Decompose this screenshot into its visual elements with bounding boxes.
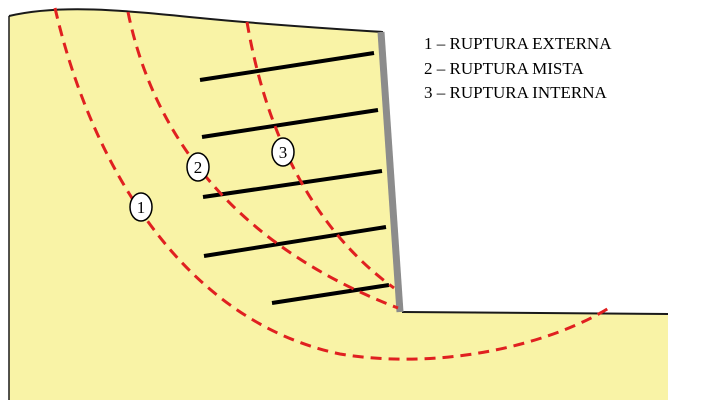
ground-surface-line: [8, 8, 384, 33]
reinforcement-layer: [203, 225, 387, 258]
legend: 1 – RUPTURA EXTERNA 2 – RUPTURA MISTA 3 …: [424, 32, 611, 106]
reinforcement-layer: [199, 51, 375, 82]
failure-label-1: 1: [129, 192, 153, 222]
failure-label-3-text: 3: [279, 143, 288, 162]
failure-label-3: 3: [271, 137, 295, 167]
reinforcement-layer: [201, 108, 379, 139]
legend-item-mixed-rupture: 2 – RUPTURA MISTA: [424, 58, 584, 78]
failure-label-2: 2: [186, 152, 210, 182]
legend-item-external-rupture: 1 – RUPTURA EXTERNA: [424, 34, 612, 53]
failure-surface-1: [53, 7, 613, 361]
reinforcement-layer: [202, 169, 383, 199]
reinforcement-layer: [271, 283, 390, 305]
failure-label-2-text: 2: [194, 158, 203, 177]
legend-item-internal-rupture: 3 – RUPTURA INTERNA: [424, 83, 607, 102]
failure-label-1-text: 1: [137, 198, 146, 217]
soil-mass: [9, 9, 668, 400]
toe-ground-line: [401, 311, 669, 315]
facing-wall: [377, 31, 404, 313]
